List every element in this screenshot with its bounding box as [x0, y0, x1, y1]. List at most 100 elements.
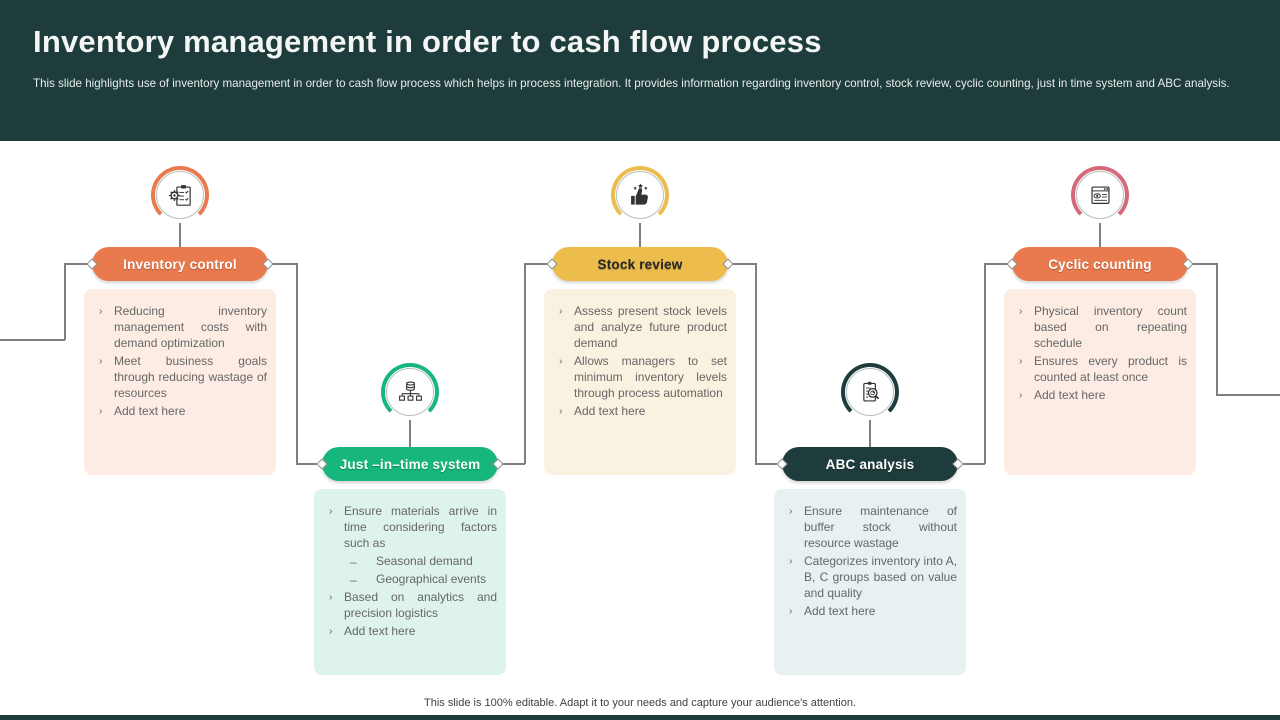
sub-list-item: –Geographical events: [350, 571, 487, 587]
list-item: ›Ensures every product is counted at lea…: [1019, 353, 1187, 384]
connector-diamond: [492, 458, 504, 470]
connector-line: [755, 263, 757, 464]
connector-line: [1216, 394, 1280, 396]
bullet-marker: ›: [559, 354, 563, 367]
bullet-marker: ›: [789, 505, 793, 517]
connector-line: [268, 263, 297, 265]
page-title: Inventory management in order to cash fl…: [33, 24, 822, 59]
connector-line: [524, 263, 553, 265]
connector-line: [728, 263, 756, 265]
connector-diamond: [1182, 258, 1194, 270]
stem-line: [409, 420, 411, 448]
step-pill[interactable]: Just –in–time system: [316, 447, 504, 481]
list-item: ›Physical inventory count based on repea…: [1019, 304, 1187, 350]
connector-line: [984, 263, 1013, 265]
step-inventory-control: Inventory control ›Reducing inventory ma…: [84, 0, 276, 720]
header-band: Inventory management in order to cash fl…: [0, 0, 1280, 141]
list-item: ›Add text here: [99, 403, 186, 418]
connector-diamond: [722, 258, 734, 270]
stem-line: [179, 223, 181, 248]
step-pill[interactable]: Inventory control: [86, 247, 274, 281]
connector-line: [296, 263, 298, 464]
connector-diamond: [316, 458, 328, 470]
bullet-list: ›Reducing inventory management costs wit…: [84, 289, 276, 432]
step-details-box[interactable]: ›Physical inventory count based on repea…: [1004, 289, 1196, 475]
step-icon-circle[interactable]: [381, 363, 439, 421]
bullet-marker: ›: [789, 554, 793, 567]
connector-line: [984, 263, 986, 464]
bullet-marker: ›: [1019, 354, 1023, 367]
step-details-box[interactable]: ›Assess present stock levels and analyze…: [544, 289, 736, 475]
bullet-marker: ›: [329, 505, 333, 517]
connector-line: [1216, 263, 1218, 395]
connector-diamond: [86, 258, 98, 270]
bullet-marker: ›: [1019, 305, 1023, 317]
step-just-in-time-system: Just –in–time system ›Ensure materials a…: [314, 0, 506, 720]
sub-list-item: –Seasonal demand: [350, 553, 473, 569]
connector-line: [524, 263, 526, 464]
step-icon-circle[interactable]: [1071, 166, 1129, 224]
clipboard-gear-icon: [166, 184, 195, 210]
connector-line: [64, 263, 66, 340]
editable-note: This slide is 100% editable. Adapt it to…: [424, 697, 856, 709]
bullet-list: ›Assess present stock levels and analyze…: [544, 289, 736, 432]
step-icon-circle[interactable]: [841, 363, 899, 421]
list-item: ›Add text here: [1019, 387, 1106, 402]
bullet-marker: ›: [559, 404, 563, 417]
list-item: ›Ensure materials arrive in time conside…: [329, 504, 497, 550]
list-item: ›Ensure maintenance of buffer stock with…: [789, 504, 957, 550]
connector-diamond: [546, 258, 558, 270]
step-details-box[interactable]: ›Ensure maintenance of buffer stock with…: [774, 489, 966, 675]
step-abc-analysis: ABC analysis ›Ensure maintenance of buff…: [774, 0, 966, 720]
bullet-list: ›Physical inventory count based on repea…: [1004, 289, 1196, 416]
dash-marker: –: [350, 572, 357, 587]
stem-line: [639, 223, 641, 248]
stem-line: [1099, 223, 1101, 248]
connector-diamond: [1006, 258, 1018, 270]
stem-line: [869, 420, 871, 448]
list-item: ›Based on analytics and precision logist…: [329, 589, 497, 620]
list-item: ›Meet business goals through reducing wa…: [99, 353, 267, 400]
list-item: ›Categorizes inventory into A, B, C grou…: [789, 553, 957, 600]
list-item: ›Allows managers to set minimum inventor…: [559, 353, 727, 400]
step-label: Cyclic counting: [1048, 256, 1152, 272]
connector-line: [1188, 263, 1217, 265]
bullet-list: ›Ensure materials arrive in time conside…: [314, 489, 506, 652]
step-label: Stock review: [597, 256, 683, 272]
step-label: ABC analysis: [825, 456, 915, 472]
connector-line: [755, 463, 783, 465]
step-pill[interactable]: Stock review: [546, 247, 734, 281]
step-details-box[interactable]: ›Reducing inventory management costs wit…: [84, 289, 276, 475]
bullet-marker: ›: [99, 354, 103, 367]
step-pill[interactable]: ABC analysis: [776, 447, 964, 481]
bullet-marker: ›: [99, 305, 103, 317]
step-icon-circle[interactable]: [611, 166, 669, 224]
bottom-accent-bar: [0, 715, 1280, 720]
list-item: ›Add text here: [559, 403, 646, 418]
list-item: ›Reducing inventory management costs wit…: [99, 304, 267, 350]
step-cyclic-counting: Cyclic counting ›Physical inventory coun…: [1004, 0, 1196, 720]
step-label: Just –in–time system: [339, 456, 481, 472]
page-subtitle: This slide highlights use of inventory m…: [33, 77, 1230, 90]
dash-marker: –: [350, 554, 357, 569]
connector-diamond: [262, 258, 274, 270]
bullet-marker: ›: [559, 305, 563, 317]
bullet-marker: ›: [99, 404, 103, 417]
bullet-marker: ›: [789, 604, 793, 617]
step-pill[interactable]: Cyclic counting: [1006, 247, 1194, 281]
connector-line: [497, 463, 525, 465]
clipboard-magnifier-icon: [856, 381, 885, 407]
step-label: Inventory control: [123, 256, 237, 272]
step-icon-circle[interactable]: [151, 166, 209, 224]
thumbs-up-stars-icon: [630, 183, 648, 205]
network-hierarchy-icon: [396, 378, 425, 407]
step-details-box[interactable]: ›Ensure materials arrive in time conside…: [314, 489, 506, 675]
connector-diamond: [776, 458, 788, 470]
connector-diamond: [952, 458, 964, 470]
list-item: ›Add text here: [789, 603, 876, 618]
bullet-marker: ›: [329, 590, 333, 603]
connector-line: [296, 463, 323, 465]
connector-line: [957, 463, 985, 465]
list-item: ›Add text here: [329, 623, 416, 638]
